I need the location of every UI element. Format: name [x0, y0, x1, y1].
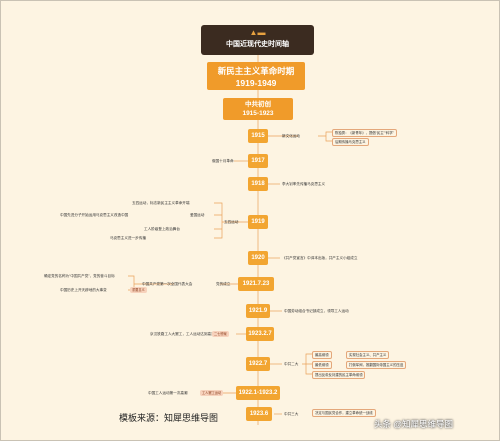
max-program-content: 实现社会主义、共产主义 [346, 351, 390, 359]
year-node-1919[interactable]: 1919 [248, 215, 268, 229]
event-1919-detail-a: 五四运动，标志新民主主义革命开端 [132, 201, 190, 205]
max-program-label: 最高纲领 [312, 351, 332, 359]
min-program-content: 打倒军阀，推翻国际帝国主义的压迫 [346, 361, 407, 369]
event-1919-detail-b: 爱国运动 [190, 213, 205, 217]
event-1923-2-7: 京汉铁路工人大罢工，工人运动达到高潮 [150, 332, 215, 336]
event-1921-9: 中国劳动组合书记部成立，领导工人运动 [284, 309, 349, 313]
year-node-1923-2-7[interactable]: 1923.2.7 [246, 327, 274, 341]
event-1917: 俄国十月革命 [212, 159, 234, 163]
event-1920: 《共产党宣言》中译本出版，共产主义小组成立 [282, 256, 358, 260]
strike-tag: 工人罢工运动 [200, 390, 224, 396]
root-node[interactable]: ▲▬ 中国近现代史时间轴 [201, 25, 314, 55]
year-node-1921-9[interactable]: 1921.9 [246, 304, 270, 318]
massacre-tag: 二七惨案 [212, 331, 229, 337]
temple-icon: ▲▬ [249, 28, 266, 37]
year-node-1920[interactable]: 1920 [248, 251, 268, 265]
template-source: 模板来源：知犀思维导图 [119, 413, 219, 423]
year-node-1918[interactable]: 1918 [248, 177, 268, 191]
min-program-label: 最低纲领 [312, 361, 332, 369]
period-node[interactable]: 新民主主义革命时期 1919-1949 [207, 62, 305, 90]
root-title: 中国近现代史时间轴 [226, 41, 289, 48]
period-name: 新民主主义革命时期 [217, 66, 295, 76]
watermark: 头条 @知犀思维导图 [374, 419, 453, 429]
subperiod-name: 中共初创 [245, 101, 271, 108]
event-1922-7: 中共二大 [284, 362, 299, 366]
subperiod-node[interactable]: 中共初创 1915-1923 [223, 98, 293, 120]
year-node-1921-7-23[interactable]: 1921.7.23 [238, 277, 274, 291]
event-1921-congress: 中国共产党第一次全国代表大会 [142, 282, 193, 286]
event-1915-detail-b: 后期传播马克思主义 [332, 138, 369, 146]
event-1921-founding: 党的成立 [216, 282, 231, 286]
event-1919-detail-c: 工人阶级登上政治舞台 [144, 227, 180, 231]
period-years: 1919-1949 [235, 78, 277, 88]
event-1922-1: 中国工人运动第一次高潮 [148, 391, 188, 395]
event-1921-detail-b: 中国历史上开天辟地的大事变 [60, 288, 107, 292]
event-1915: 新文化运动 [282, 134, 300, 138]
event-1923-6: 中共三大 [284, 412, 299, 416]
democratic-program: 提出反帝反封建的民主革命纲领 [312, 371, 366, 379]
event-1923-6-detail: 决定与国民党合作，建立革命统一战线 [312, 409, 376, 417]
event-1915-detail-a: 陈独秀：《新青年》，提倡“民主”“科学” [332, 129, 397, 137]
year-node-1922-7[interactable]: 1922.7 [246, 357, 270, 371]
year-node-1922-1-1923-2[interactable]: 1922.1-1923.2 [236, 386, 280, 400]
year-node-1917[interactable]: 1917 [248, 154, 268, 168]
event-1921-detail-a: 确定党的名称为“中国共产党”，党的奋斗目标 [44, 274, 115, 278]
event-1918: 李大钊率先传播马克思主义 [282, 182, 326, 186]
significance-tag: 重要意义 [130, 287, 147, 293]
event-1919-detail-e: 中国先进分子开始运用马克思主义改造中国 [60, 213, 129, 217]
event-1919-detail-d: 马克思主义进一步传播 [110, 236, 146, 240]
event-1919: 五四运动 [224, 220, 239, 224]
subperiod-years: 1915-1923 [242, 110, 274, 117]
year-node-1915[interactable]: 1915 [248, 129, 268, 143]
year-node-1923-6[interactable]: 1923.6 [246, 407, 272, 421]
